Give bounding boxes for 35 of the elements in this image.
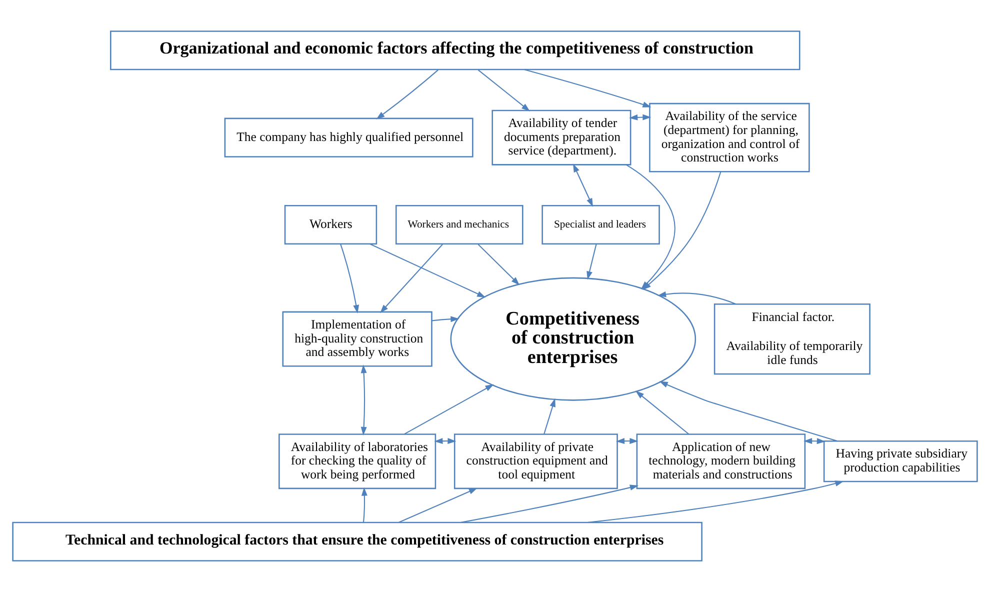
node-box: Availability of tender documents preparation service (department). — [492, 109, 632, 165]
node-box: Workers and mechanics — [395, 204, 524, 244]
arrow — [404, 384, 494, 434]
arrow — [658, 290, 736, 304]
node-box: Financial factor. Availability of temporarily idle funds — [714, 302, 870, 374]
arrow — [573, 163, 593, 206]
arrow — [376, 69, 438, 119]
node-box: Availability of laboratories for checking the quality of work being performed — [278, 433, 436, 489]
node-box: The company has highly qualified personnel — [224, 117, 474, 157]
node-box: Organizational and economic factors affecting the competitiveness of construction — [110, 30, 800, 70]
node-box: Implementation of high-quality construction and assembly works — [282, 310, 432, 366]
arrow — [524, 68, 652, 107]
arrow — [340, 244, 360, 313]
arrow — [361, 486, 368, 522]
arrow — [370, 243, 486, 297]
arrow — [398, 488, 478, 522]
arrow — [629, 114, 652, 120]
arrow — [380, 244, 443, 313]
arrow — [432, 316, 460, 322]
arrow — [478, 69, 530, 111]
arrow — [586, 244, 597, 280]
arrow — [478, 243, 520, 285]
node-box: Availability of the service (department) for planning, organization and control of construction works — [649, 102, 810, 172]
node-box: Having private subsidiary production capabilities — [823, 440, 978, 482]
arrow — [588, 480, 844, 522]
node-box: Specialist and leaders — [542, 204, 660, 244]
arrow — [635, 390, 690, 434]
arrow — [642, 170, 722, 290]
node-box: Availability of private construction equipment and tool equipment — [454, 433, 618, 489]
node-box: Workers — [284, 204, 378, 244]
node-box: Application of new technology, modern building materials and constructions — [636, 433, 806, 489]
arrow — [360, 364, 367, 435]
node-box: Technical and technological factors that ensure the competitiveness of construction enterprises — [12, 521, 702, 561]
arrow — [460, 484, 638, 522]
arrow — [544, 398, 556, 434]
